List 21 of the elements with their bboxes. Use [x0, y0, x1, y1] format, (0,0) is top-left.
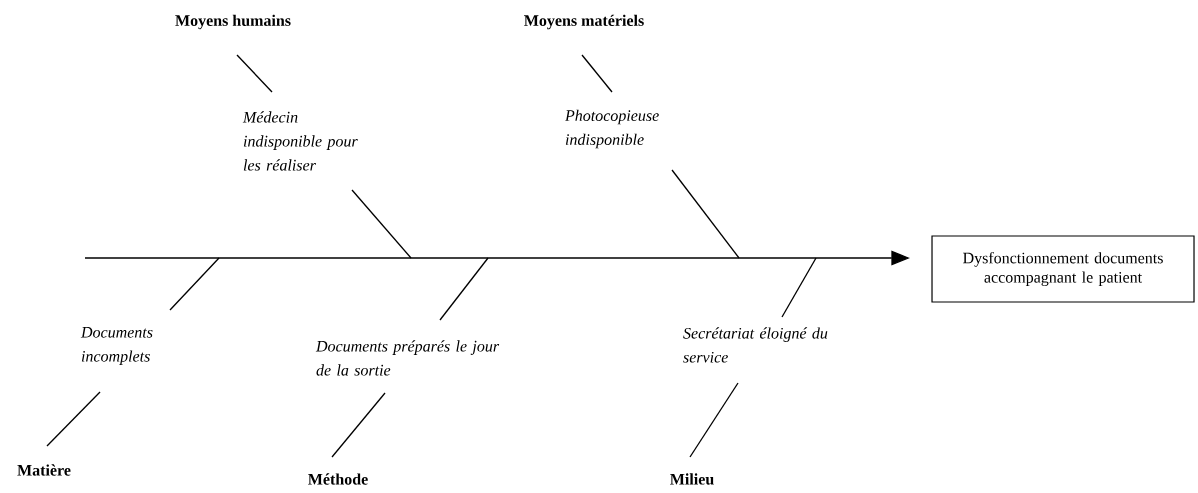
- category-label: Milieu: [670, 473, 714, 485]
- cause-text: Médecin indisponible pour les réaliser: [242, 111, 358, 171]
- category-label: Moyens humains: [175, 14, 291, 30]
- cause-text: Documents incomplets: [80, 327, 153, 365]
- bone-line: [236, 54, 273, 93]
- cause-text: Secrétariat éloigné du service: [683, 327, 828, 363]
- bone-line: [46, 391, 101, 447]
- category-label: Moyens matériels: [524, 14, 644, 30]
- cause-text: Photocopieuse indisponible: [564, 109, 659, 149]
- category-label: Matière: [17, 464, 71, 476]
- bone-line: [581, 54, 613, 93]
- cause-text: Documents préparés le jour de la sortie: [315, 340, 500, 376]
- bone-line: [689, 382, 739, 458]
- effect-box: Dysfonctionnement documents accompagnant le patient: [931, 235, 1195, 303]
- bone-line: [331, 392, 386, 458]
- bone-line: [671, 169, 740, 259]
- bone-line: [351, 189, 412, 259]
- bone-line: [781, 257, 817, 318]
- category-label: Méthode: [308, 473, 368, 485]
- bone-line: [439, 257, 489, 321]
- bone-line: [169, 257, 220, 311]
